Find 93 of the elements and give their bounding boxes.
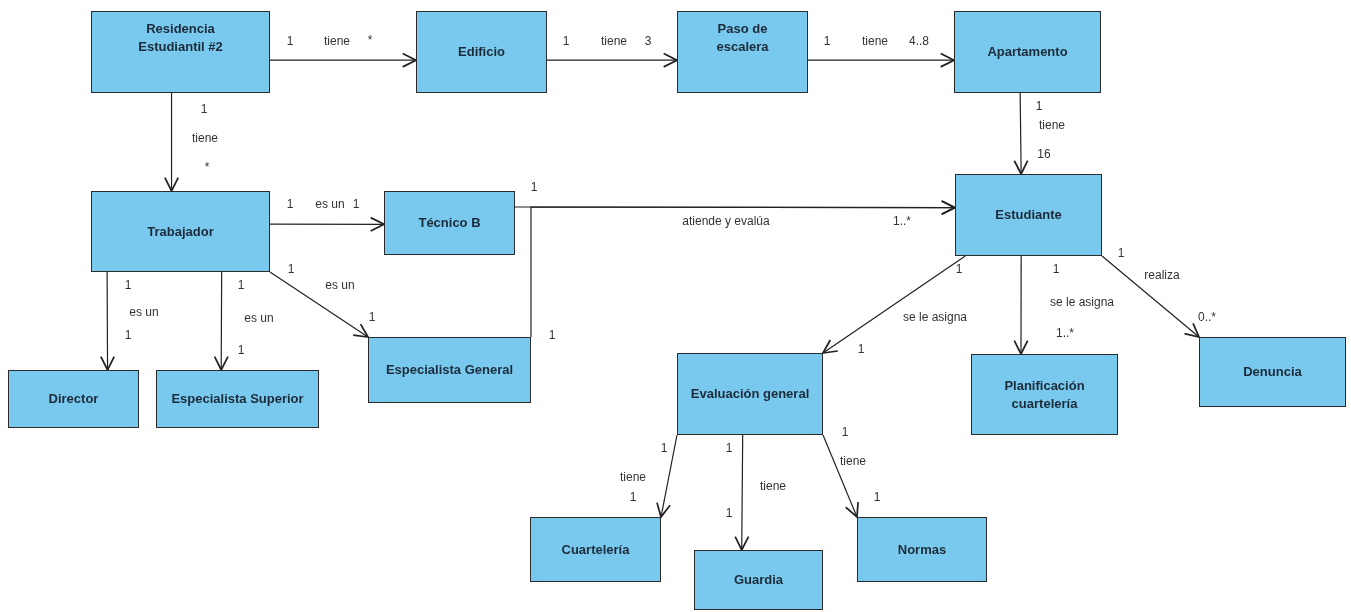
edge-label: tiene [1038, 119, 1066, 131]
class-box [677, 11, 808, 93]
multiplicity-label: * [367, 34, 373, 46]
association-arrow [1013, 255, 1029, 355]
multiplicity-label: 0..* [1198, 311, 1216, 323]
association-arrow [269, 216, 385, 232]
edge-label: tiene [861, 35, 889, 47]
edge-label: tiene [600, 35, 628, 47]
association-arrow [269, 52, 417, 68]
class-box [91, 11, 270, 93]
edge-label: tiene [323, 35, 351, 47]
class-name: Cuartelería [561, 540, 630, 559]
association-arrow [1101, 255, 1200, 338]
edge-label: se le asigna [902, 311, 968, 323]
multiplicity-label: 4..8 [909, 35, 929, 47]
class-box [955, 174, 1102, 256]
class-box [91, 191, 270, 272]
multiplicity-label: 1 [873, 491, 881, 503]
class-box [156, 370, 319, 428]
class-box [1199, 337, 1346, 407]
class-box [677, 353, 823, 435]
edge-label: tiene [839, 455, 867, 467]
class-box [971, 354, 1118, 435]
multiplicity-label: 16 [1037, 148, 1051, 160]
class-name: Normas [897, 540, 947, 559]
class-name: Residencia Estudiantil #2 [137, 20, 224, 56]
edge-label: atiende y evalúa [681, 215, 771, 227]
class-name: Planificación cuartelería [1003, 376, 1086, 413]
association-arrow [99, 271, 116, 371]
association-arrow [269, 271, 369, 338]
multiplicity-label: 3 [644, 35, 652, 47]
multiplicity-label: 1 [725, 507, 733, 519]
multiplicity-label: 1 [629, 491, 637, 503]
multiplicity-label: 1 [1117, 247, 1125, 259]
class-box [384, 191, 515, 255]
multiplicity-label: * [204, 161, 210, 173]
association-arrow [656, 434, 678, 518]
multiplicity-label: 1 [368, 311, 376, 323]
multiplicity-label: 1 [955, 263, 963, 275]
multiplicity-label: 1..* [893, 215, 911, 227]
edge-label: es un [243, 312, 275, 324]
class-name: Guardia [733, 571, 784, 589]
association-arrow [546, 52, 678, 68]
multiplicity-label: 1 [548, 329, 556, 341]
association-arrow [734, 434, 750, 551]
class-name: Denuncia [1243, 363, 1302, 381]
edge-label: tiene [759, 480, 787, 492]
association-arrow [1013, 92, 1029, 175]
multiplicity-label: 1 [287, 263, 295, 275]
class-box [368, 337, 531, 403]
association-arrow [213, 271, 229, 371]
multiplicity-label: 1 [237, 344, 245, 356]
association-arrow [164, 92, 180, 192]
multiplicity-label: 1 [823, 35, 831, 47]
class-name: Paso de escalera [715, 20, 770, 56]
multiplicity-label: 1 [725, 442, 733, 454]
class-box [694, 550, 823, 610]
class-name: Estudiante [995, 206, 1062, 224]
multiplicity-label: 1 [286, 198, 294, 210]
multiplicity-label: 1 [352, 198, 360, 210]
class-name: Evaluación general [690, 385, 810, 403]
multiplicity-label: 1 [200, 103, 208, 115]
class-box [954, 11, 1101, 93]
multiplicity-label: 1 [841, 426, 849, 438]
association-arrow [530, 200, 956, 338]
association-arrow [822, 255, 966, 354]
edge-label: es un [128, 306, 160, 318]
class-name: Apartamento [987, 43, 1068, 61]
edge-label: es un [324, 279, 356, 291]
class-box [857, 517, 987, 582]
class-box [416, 11, 547, 93]
multiplicity-label: 1 [530, 181, 538, 193]
class-name: Especialista Superior [171, 390, 304, 408]
class-name: Especialista General [385, 361, 514, 379]
multiplicity-label: 1 [124, 329, 132, 341]
edge-label: se le asigna [1049, 296, 1115, 308]
edge-label: es un [314, 198, 346, 210]
class-box [8, 370, 139, 428]
edge-label: tiene [619, 471, 647, 483]
class-name: Técnico B [418, 214, 481, 232]
edge-label: tiene [191, 132, 219, 144]
multiplicity-label: 1..* [1056, 327, 1074, 339]
class-box [530, 517, 661, 582]
class-name: Trabajador [147, 222, 214, 241]
multiplicity-label: 1 [286, 35, 294, 47]
edge-label: realiza [1143, 269, 1181, 281]
association-arrow [807, 52, 955, 68]
class-name: Director [48, 390, 99, 408]
multiplicity-label: 1 [660, 442, 668, 454]
class-name: Edificio [458, 43, 505, 61]
association-arrow [822, 434, 859, 518]
multiplicity-label: 1 [562, 35, 570, 47]
multiplicity-label: 1 [857, 343, 865, 355]
